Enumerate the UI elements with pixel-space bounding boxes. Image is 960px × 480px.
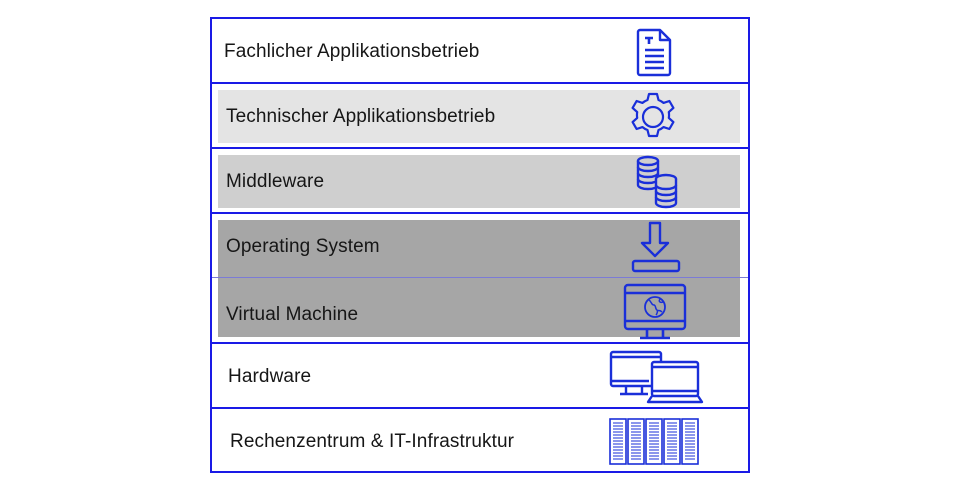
layer-panel [218, 220, 740, 279]
layer-row-operating-system: Operating System [212, 212, 748, 279]
layer-row-rechenzentrum-it-infrastruktur: Rechenzentrum & IT-Infrastruktur [212, 407, 748, 474]
layer-row-middleware: Middleware [212, 147, 748, 214]
layer-label: Virtual Machine [226, 303, 359, 325]
layer-row-virtual-machine: Virtual Machine [212, 277, 748, 343]
layer-panel [218, 278, 740, 337]
install-download-icon [630, 214, 682, 279]
layer-label: Operating System [226, 235, 380, 257]
monitor-globe-icon [622, 278, 688, 343]
desktop-laptop-icon [608, 344, 708, 409]
layer-panel [218, 90, 740, 143]
layer-label: Middleware [226, 170, 325, 192]
database-stack-icon [636, 149, 678, 214]
gear-icon [626, 84, 680, 149]
layer-label: Fachlicher Applikationsbetrieb [224, 40, 480, 62]
layer-label: Rechenzentrum & IT-Infrastruktur [230, 430, 515, 452]
layer-stack-diagram: Fachlicher Applikationsbetrieb Technisch… [210, 17, 750, 473]
document-icon [636, 19, 674, 84]
server-rack-icon [608, 409, 702, 474]
layer-row-fachlicher-applikationsbetrieb: Fachlicher Applikationsbetrieb [212, 19, 748, 84]
layer-label: Hardware [228, 365, 312, 387]
layer-label: Technischer Applikationsbetrieb [226, 105, 496, 127]
layer-row-hardware: Hardware [212, 342, 748, 409]
layer-row-technischer-applikationsbetrieb: Technischer Applikationsbetrieb [212, 82, 748, 149]
